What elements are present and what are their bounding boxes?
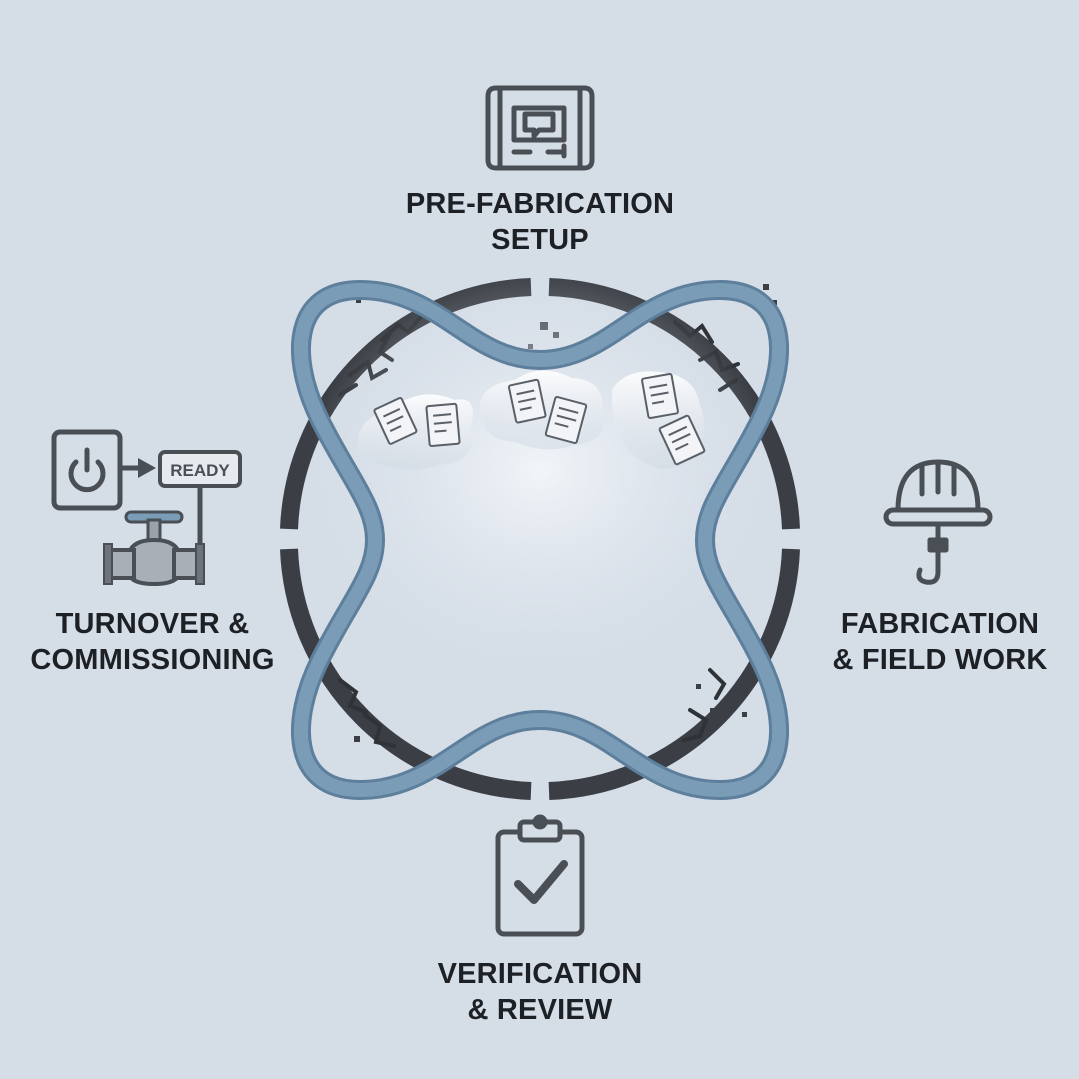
stage-label-line: SETUP [491, 224, 589, 256]
stage-label-turnover: TURNOVER & COMMISSIONING [0, 606, 305, 678]
hardhat-hook-icon [883, 459, 993, 585]
pipe-loop [293, 282, 787, 798]
document-icon [373, 397, 418, 445]
stage-label-pre-fabrication: PRE-FABRICATION SETUP [340, 186, 740, 258]
stage-label-line: VERIFICATION [437, 958, 643, 990]
clipboard-check-icon [495, 814, 585, 937]
ready-sign-text: READY [170, 461, 230, 480]
stage-label-line: PRE-FABRICATION [405, 188, 675, 220]
arrow-right-icon [138, 458, 156, 478]
blueprint-icon [485, 85, 595, 171]
document-icon [544, 395, 588, 445]
center-glow [310, 270, 770, 670]
document-icon [658, 414, 706, 466]
stage-label-fabrication: FABRICATION & FIELD WORK [800, 606, 1079, 678]
stage-label-line: & FIELD WORK [832, 644, 1048, 676]
stage-label-line: FABRICATION [840, 608, 1040, 640]
power-icon [68, 459, 106, 493]
document-icon [641, 373, 679, 419]
stage-label-line: & REVIEW [467, 994, 613, 1026]
document-icon [507, 378, 547, 424]
ring-segment-bottom-right [548, 548, 800, 800]
power-valve-icon: READY [51, 429, 242, 587]
stage-label-verification: VERIFICATION & REVIEW [380, 956, 700, 1028]
document-clouds [358, 370, 706, 470]
stage-label-line: COMMISSIONING [30, 644, 275, 676]
stage-label-line: TURNOVER & [55, 608, 250, 640]
valve-icon [103, 510, 205, 587]
ring-segment-bottom-left [280, 548, 532, 800]
document-icon [425, 402, 461, 447]
